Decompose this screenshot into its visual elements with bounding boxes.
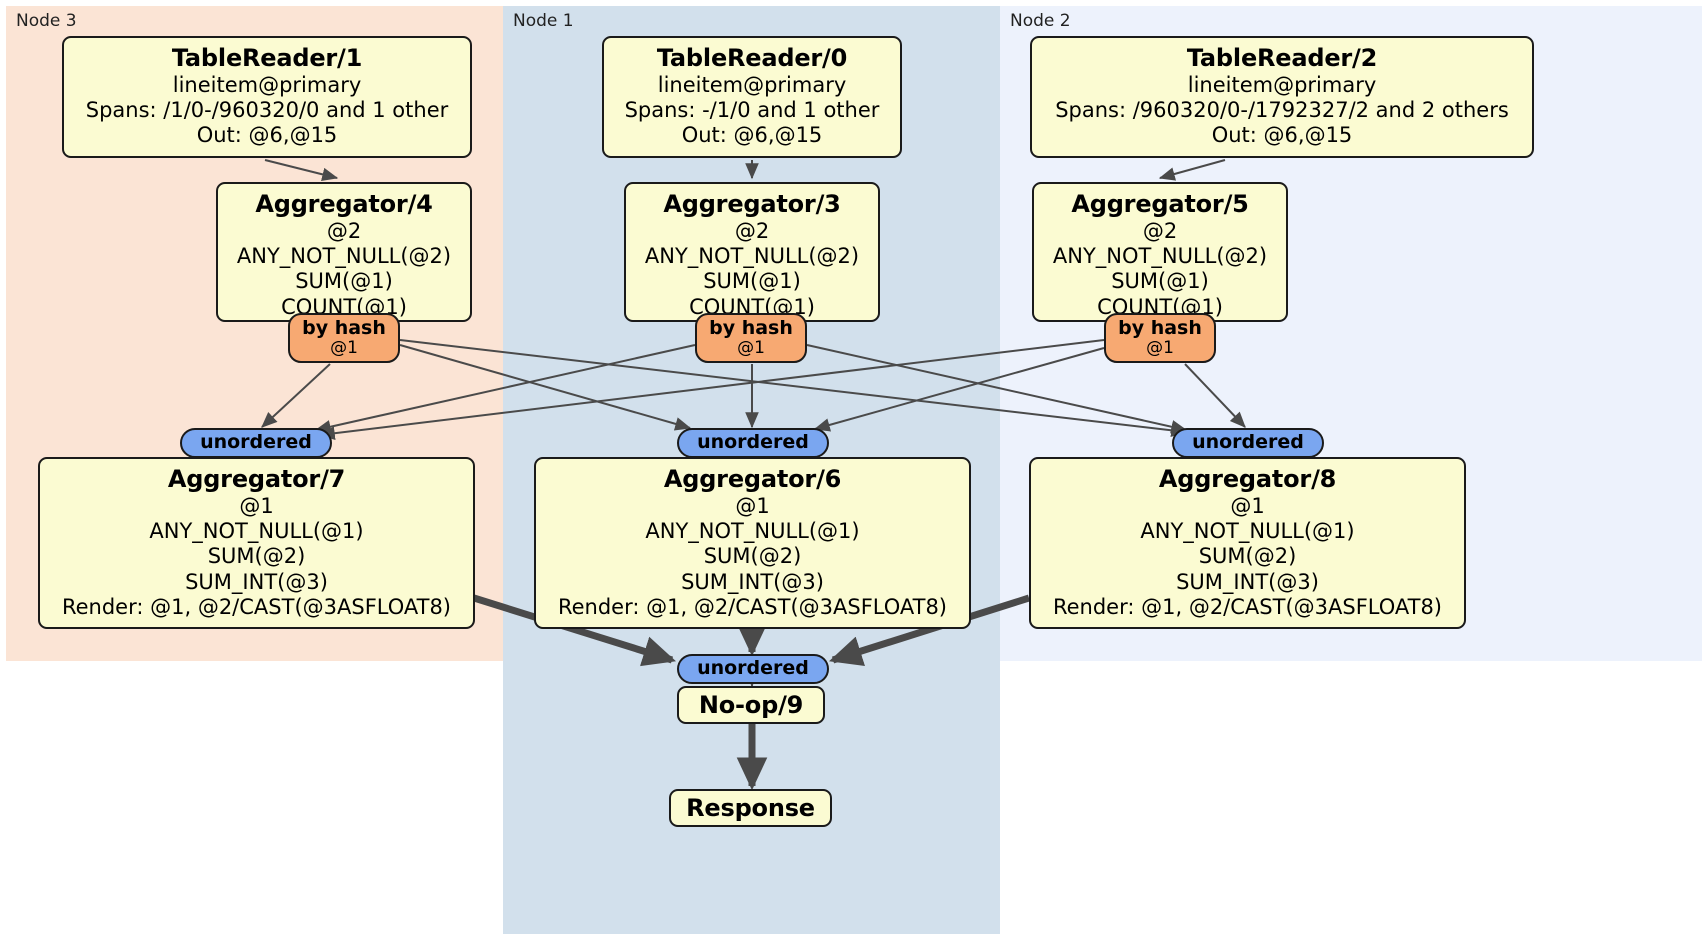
badge-hash3[interactable]: by hash@1 [695,313,807,363]
edge-h5-u8 [1184,363,1246,428]
badge-unordered6[interactable]: unordered [677,428,829,458]
badge-primary-label: unordered [697,431,809,454]
processor-detail: SUM_INT(@3) [681,569,824,594]
badge-unordered8[interactable]: unordered [1172,428,1324,458]
processor-detail: @2 [1142,219,1178,243]
processor-detail: Spans: /1/0-/960320/0 and 1 other [85,98,449,123]
badge-primary-label: unordered [697,657,809,680]
processor-detail: ANY_NOT_NULL(@1) [1140,519,1355,544]
processor-detail: @2 [326,219,362,243]
processor-title: Aggregator/5 [1071,190,1249,218]
processor-detail: SUM(@2) [1198,544,1297,569]
badge-hash4[interactable]: by hash@1 [288,313,400,363]
edge-h3-u7 [314,344,696,434]
processor-noop9[interactable]: No-op/9 [677,686,825,724]
badge-primary-label: by hash [302,317,386,339]
processor-detail: SUM(@1) [295,269,393,294]
processor-title: Aggregator/3 [663,190,841,218]
processor-detail: lineitem@primary [657,73,847,97]
badge-secondary-label: @1 [737,337,765,358]
processor-detail: Spans: -/1/0 and 1 other [624,98,880,123]
badge-secondary-label: @1 [330,337,358,358]
processor-detail: Spans: /960320/0-/1792327/2 and 2 others [1055,98,1509,123]
processor-detail: @2 [734,219,770,243]
processor-detail: SUM(@1) [1111,269,1209,294]
processor-detail: ANY_NOT_NULL(@1) [149,519,364,544]
processor-detail: Out: @6,@15 [681,123,823,148]
processor-title: TableReader/0 [656,44,848,72]
node-panel-label: Node 1 [513,11,574,31]
processor-detail: SUM(@2) [207,544,306,569]
edge-h4-u6 [399,344,692,431]
badge-unordered7[interactable]: unordered [180,428,332,458]
processor-detail: SUM_INT(@3) [1176,569,1319,594]
processor-title: TableReader/1 [171,44,363,72]
processor-detail: lineitem@primary [1187,73,1377,97]
edge-h4-u8 [399,339,1188,438]
edge-tr1-agg4 [264,159,339,182]
edge-agg8-u9 [828,594,1031,667]
badge-unordered9[interactable]: unordered [677,654,829,684]
processor-title: TableReader/2 [1186,44,1378,72]
processor-detail: Render: @1, @2/CAST(@3ASFLOAT8) [1052,594,1443,619]
badge-secondary-label: @1 [1146,337,1174,358]
processor-title: Aggregator/8 [1158,465,1337,493]
processor-response[interactable]: Response [669,789,832,827]
processor-detail: ANY_NOT_NULL(@2) [236,244,452,269]
edge-h4-u7 [261,363,331,428]
node-panel-label: Node 3 [16,11,77,31]
badge-primary-label: unordered [200,431,312,454]
processor-detail: lineitem@primary [172,73,362,97]
processor-detail: @1 [1230,494,1265,518]
processor-title: Aggregator/7 [167,465,346,493]
processor-detail: Out: @6,@15 [1211,123,1353,148]
badge-primary-label: by hash [1118,317,1202,339]
processor-title: No-op/9 [698,690,804,719]
node-panel-label: Node 2 [1010,11,1071,31]
badge-primary-label: by hash [709,317,793,339]
badge-primary-label: unordered [1192,431,1304,454]
processor-detail: @1 [239,494,274,518]
edge-tr2-agg5 [1158,159,1226,181]
processor-detail: ANY_NOT_NULL(@1) [645,519,860,544]
edge-h3-u8 [806,344,1188,434]
processor-detail: Render: @1, @2/CAST(@3ASFLOAT8) [557,594,948,619]
processor-title: Response [686,793,815,822]
processor-detail: Out: @6,@15 [196,123,338,148]
processor-detail: ANY_NOT_NULL(@2) [644,244,860,269]
processor-detail: ANY_NOT_NULL(@2) [1052,244,1268,269]
edge-h5-u6 [813,347,1105,432]
processor-detail: Render: @1, @2/CAST(@3ASFLOAT8) [61,594,452,619]
processor-detail: SUM(@2) [703,544,802,569]
edge-h5-u7 [318,339,1105,440]
processor-detail: SUM(@1) [703,269,801,294]
badge-hash5[interactable]: by hash@1 [1104,313,1216,363]
edge-agg7-u9 [472,594,677,667]
processor-title: Aggregator/4 [255,190,433,218]
processor-title: Aggregator/6 [663,465,842,493]
processor-detail: @1 [735,494,770,518]
processor-detail: SUM_INT(@3) [185,569,328,594]
